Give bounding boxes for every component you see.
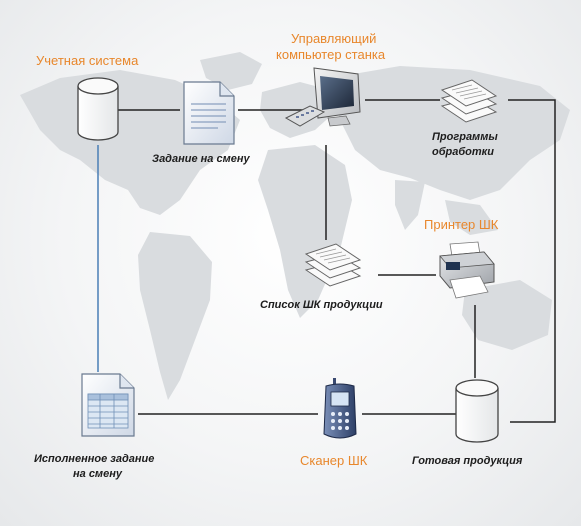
map-south-america — [138, 232, 212, 400]
map-greenland — [200, 52, 262, 90]
barcode-scanner-label: Сканер ШК — [300, 453, 368, 468]
barcode-list-label: Список ШК продукции — [260, 299, 383, 311]
spreadsheet-document-icon — [81, 373, 135, 437]
connector-programs-finished — [508, 99, 556, 423]
barcode-printer-label: Принтер ШК — [424, 217, 499, 232]
paper-stack-icon — [304, 243, 362, 287]
finished-goods-label: Готовая продукция — [412, 455, 523, 467]
programs-label-line1: Программы — [432, 131, 498, 143]
map-india — [395, 180, 425, 230]
completed-task-label-line2: на смену — [73, 468, 122, 480]
programs-label-line2: обработки — [432, 146, 494, 158]
machine-pc-label-line2: компьютер станка — [276, 47, 386, 62]
accounting-system-label: Учетная система — [36, 53, 139, 68]
computer-icon — [284, 67, 361, 127]
completed-task-label-line1: Исполненное задание — [34, 453, 155, 465]
map-se-asia — [445, 200, 498, 235]
database-icon — [77, 77, 119, 141]
barcode-scanner-icon — [323, 378, 357, 439]
shift-task-label: Задание на смену — [152, 153, 250, 165]
printer-icon — [439, 241, 495, 299]
map-australia — [462, 280, 552, 350]
machine-pc-label-line1: Управляющий — [291, 31, 377, 46]
database-icon — [455, 379, 499, 443]
paper-stack-icon — [440, 79, 498, 123]
document-icon — [183, 81, 235, 145]
